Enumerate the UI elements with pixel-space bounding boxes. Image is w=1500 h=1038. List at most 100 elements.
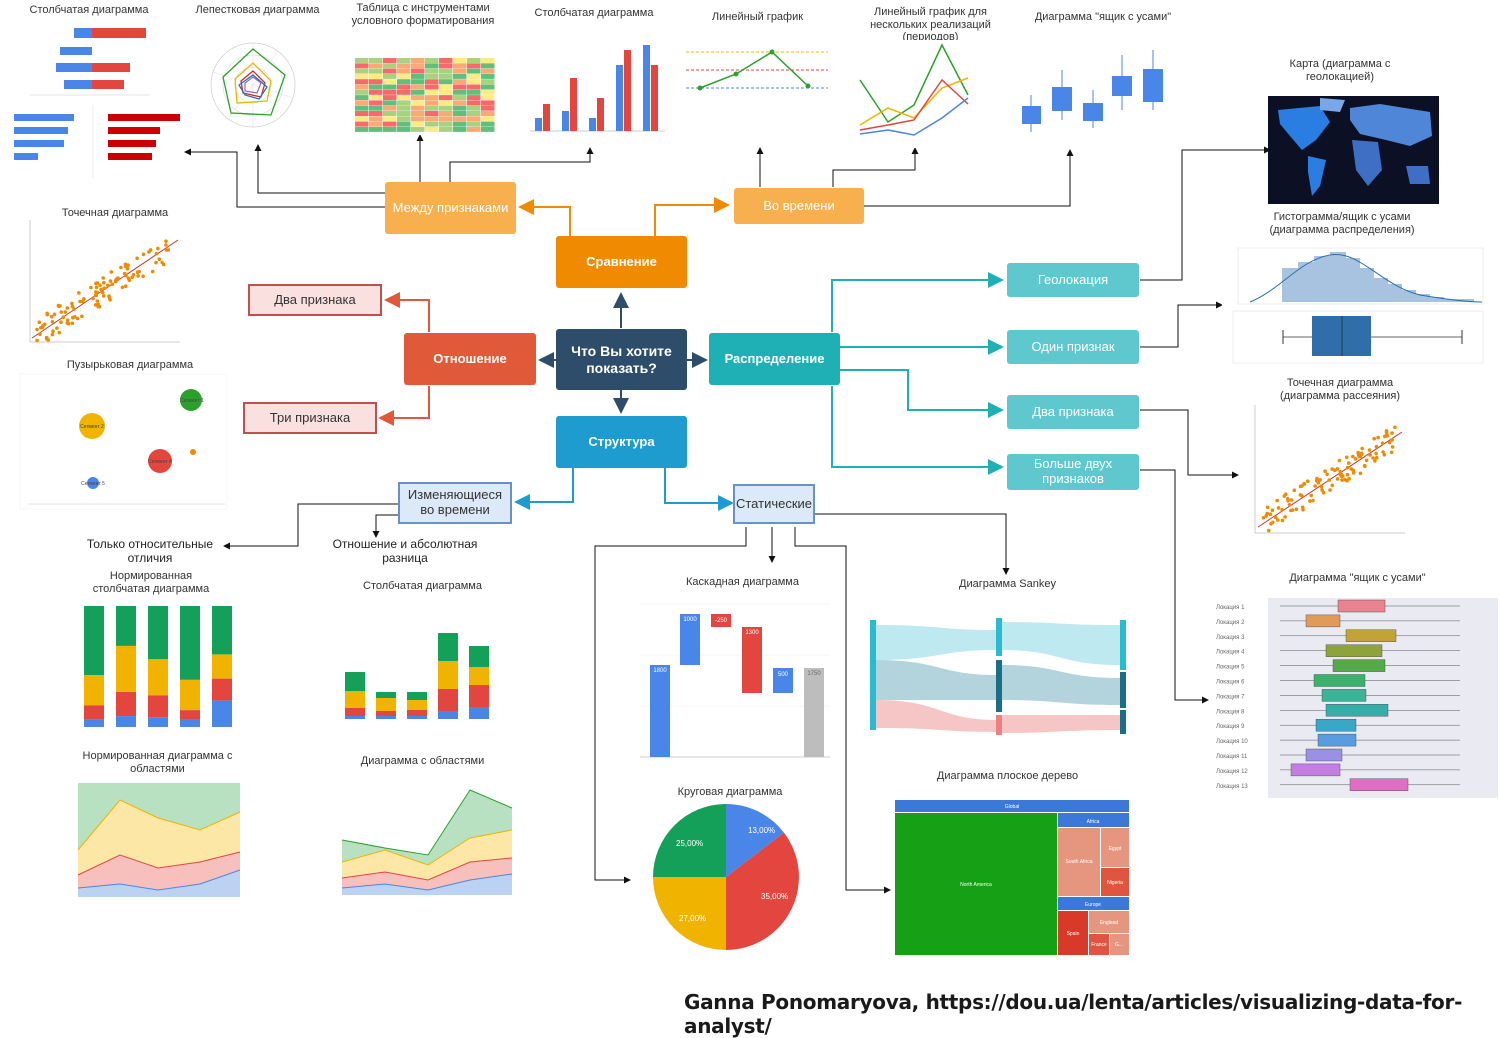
node-more-than-two: Больше двух признаков bbox=[1007, 454, 1139, 490]
scatter-point bbox=[1351, 454, 1355, 459]
svg-text:Сегмент 2: Сегмент 2 bbox=[80, 424, 104, 430]
svg-text:500: 500 bbox=[778, 672, 789, 678]
scatter-point bbox=[122, 271, 127, 276]
scatter-point bbox=[106, 283, 110, 288]
label-boxplot-top: Диаграмма "ящик с усами" bbox=[1034, 11, 1172, 23]
svg-text:Сегмент 5: Сегмент 5 bbox=[81, 481, 105, 487]
svg-text:13,00%: 13,00% bbox=[748, 826, 775, 835]
node-geolocation: Геолокация bbox=[1007, 263, 1139, 297]
scatter-point bbox=[1382, 453, 1387, 457]
label-boxplot-right: Диаграмма "ящик с усами" bbox=[1289, 572, 1426, 584]
scatter-point bbox=[70, 321, 75, 326]
scatter-point bbox=[71, 315, 75, 320]
scatter-point bbox=[135, 270, 140, 275]
scatter-point bbox=[124, 284, 128, 289]
scatter-point bbox=[127, 278, 132, 283]
boxplot-location-label: Локация 2 bbox=[1216, 620, 1245, 626]
scatter-point bbox=[150, 269, 155, 274]
scatter-point bbox=[115, 276, 120, 281]
scatter-point bbox=[57, 330, 61, 335]
scatter-point bbox=[1373, 459, 1377, 463]
thumb-scatter-right bbox=[1254, 405, 1405, 535]
boxplot-location-label: Локация 13 bbox=[1216, 784, 1248, 790]
scatter-point bbox=[98, 283, 102, 288]
svg-text:South Africa: South Africa bbox=[1066, 859, 1093, 865]
scatter-point bbox=[78, 299, 82, 304]
scatter-point bbox=[1347, 461, 1351, 465]
thumb-treemap: Global North America Africa South Africa… bbox=[893, 798, 1131, 958]
scatter-point bbox=[156, 246, 160, 251]
svg-text:Europe: Europe bbox=[1085, 902, 1101, 908]
scatter-point bbox=[1302, 481, 1306, 486]
boxplot-location-label: Локация 4 bbox=[1216, 650, 1245, 656]
scatter-point bbox=[80, 314, 84, 319]
boxplot-location-label: Локация 6 bbox=[1216, 680, 1245, 686]
node-two-features-dist: Два признака bbox=[1007, 395, 1139, 429]
scatter-point bbox=[1330, 467, 1334, 471]
boxplot-location-label: Локация 7 bbox=[1216, 694, 1245, 700]
scatter-point bbox=[1387, 440, 1392, 445]
scatter-point bbox=[1371, 456, 1375, 460]
scatter-point bbox=[50, 320, 55, 324]
label-scatter-left: Точечная диаграмма bbox=[61, 207, 169, 219]
scatter-point bbox=[61, 315, 65, 320]
label-norm-area: Нормированная диаграмма с областями bbox=[82, 750, 233, 775]
scatter-point bbox=[1267, 528, 1271, 533]
scatter-point bbox=[52, 312, 57, 317]
scatter-point bbox=[1344, 455, 1349, 460]
scatter-point bbox=[50, 332, 55, 337]
scatter-point bbox=[136, 274, 140, 278]
scatter-point bbox=[70, 304, 75, 309]
boxplot-location-label: Локация 3 bbox=[1216, 635, 1245, 641]
svg-text:1800: 1800 bbox=[653, 668, 667, 674]
thumb-map bbox=[1268, 96, 1439, 204]
scatter-point bbox=[94, 281, 98, 286]
boxplot-location-label: Локация 12 bbox=[1216, 769, 1248, 775]
scatter-point bbox=[1280, 508, 1284, 512]
label-sankey: Диаграмма Sankey bbox=[959, 578, 1056, 590]
scatter-point bbox=[70, 301, 74, 306]
label-area-chart: Диаграмма с областями bbox=[360, 755, 485, 767]
thumb-pie: 13,00% 35,00% 27,00% 25,00% bbox=[653, 804, 799, 950]
scatter-point bbox=[1313, 484, 1317, 488]
label-scatter-right: Точечная диаграмма (диаграмма рассеяния) bbox=[1279, 377, 1401, 402]
scatter-point bbox=[1367, 448, 1372, 452]
svg-text:France: France bbox=[1091, 942, 1107, 948]
label-rel-abs: Отношение и абсолютная разница bbox=[332, 537, 478, 565]
svg-text:England: England bbox=[1100, 920, 1119, 926]
thumb-line-multi bbox=[840, 40, 990, 148]
scatter-point bbox=[1289, 498, 1294, 502]
scatter-point bbox=[94, 290, 98, 294]
scatter-point bbox=[1335, 477, 1340, 481]
scatter-point bbox=[164, 239, 168, 243]
scatter-point bbox=[1284, 492, 1288, 497]
svg-text:1300: 1300 bbox=[745, 630, 759, 636]
scatter-point bbox=[39, 326, 43, 330]
scatter-point bbox=[1349, 467, 1353, 471]
scatter-point bbox=[72, 307, 76, 311]
scatter-point bbox=[1345, 472, 1350, 477]
scatter-point bbox=[1337, 458, 1342, 463]
svg-text:G...: G... bbox=[1115, 942, 1123, 948]
boxplot-location-label: Локация 8 bbox=[1216, 709, 1245, 715]
svg-text:1750: 1750 bbox=[807, 671, 821, 677]
scatter-point bbox=[63, 310, 68, 314]
scatter-point bbox=[1309, 493, 1313, 498]
scatter-point bbox=[65, 306, 70, 310]
scatter-point bbox=[1286, 496, 1290, 501]
scatter-point bbox=[1298, 493, 1303, 497]
scatter-point bbox=[1368, 453, 1372, 457]
scatter-point bbox=[101, 294, 106, 298]
svg-text:Spain: Spain bbox=[1067, 931, 1080, 937]
scatter-point bbox=[1308, 499, 1312, 503]
credit-text: Ganna Ponomaryova, https://dou.ua/lenta/… bbox=[684, 990, 1463, 1038]
scatter-point bbox=[51, 329, 55, 334]
thumb-bar-top-left bbox=[8, 18, 180, 178]
svg-text:Global: Global bbox=[1005, 804, 1019, 810]
scatter-point bbox=[135, 256, 139, 261]
scatter-point bbox=[1345, 465, 1350, 470]
scatter-point bbox=[1390, 431, 1394, 435]
scatter-point bbox=[109, 270, 114, 274]
svg-text:Сегмент 1: Сегмент 1 bbox=[180, 398, 204, 404]
node-three-features-rel: Три признака bbox=[243, 402, 377, 434]
